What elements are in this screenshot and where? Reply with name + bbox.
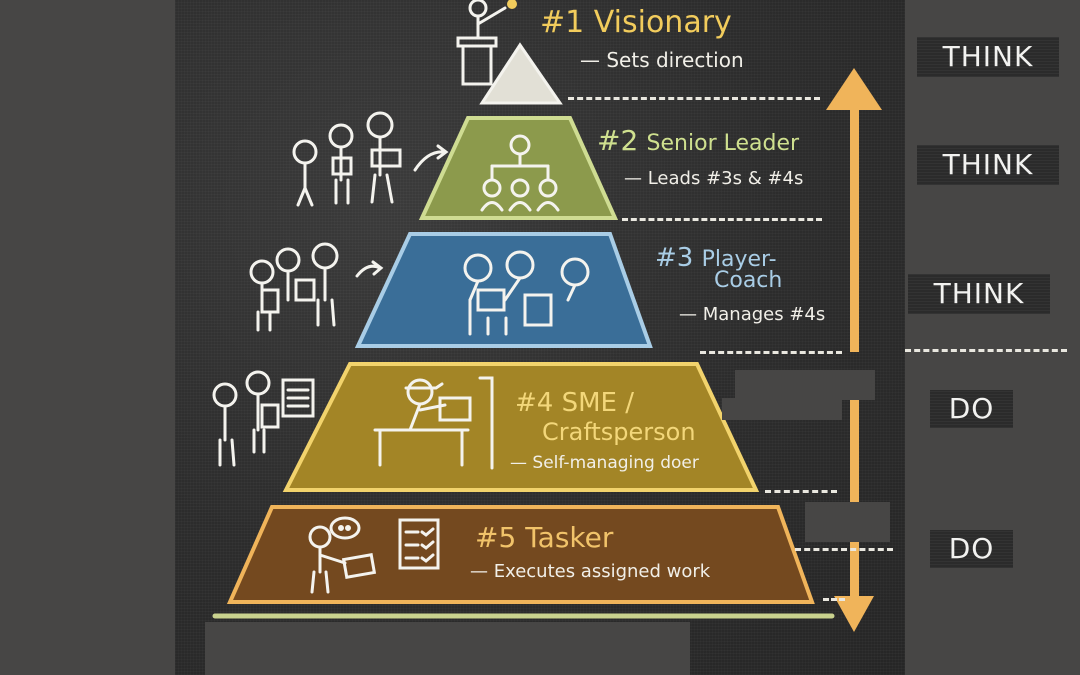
side-label-think-2: THINK (917, 145, 1059, 185)
side-label-think-1: THINK (917, 37, 1059, 77)
level-1-title: #1 Visionary (540, 8, 732, 38)
level-number: #2 (597, 124, 639, 157)
coaching-team-icon (249, 242, 384, 332)
level-5-trapezoid (226, 505, 815, 604)
level-5-description: — Executes assigned work (470, 561, 711, 582)
side-label-do-2: DO (930, 530, 1013, 568)
divider-3 (700, 351, 842, 354)
level-4-title-line2: Craftsperson (542, 418, 696, 446)
craftsperson-at-desk-icon (373, 376, 494, 470)
side-label-think-3: THINK (908, 274, 1050, 314)
level-name: Player- (701, 247, 777, 272)
level-1-triangle (479, 42, 563, 105)
think-do-arrow (826, 68, 882, 632)
level-4-title: #4 SME / (515, 390, 634, 416)
collaborating-players-icon (463, 250, 590, 336)
team-growing-icon (292, 111, 449, 207)
side-label-do-1: DO (930, 390, 1013, 428)
level-1-description: — Sets direction (580, 48, 744, 72)
divider-2 (622, 218, 822, 221)
mask-block (722, 398, 842, 420)
checklist-icon (398, 518, 440, 570)
podium-speaker-icon (456, 0, 507, 86)
tasker-figure-icon (308, 516, 377, 594)
mask-block (205, 622, 690, 675)
divider-5 (795, 548, 893, 551)
level-number: #3 (655, 243, 694, 273)
level-name: Visionary (593, 5, 732, 40)
level-4-description: — Self-managing doer (510, 453, 699, 473)
org-chart-icon (480, 134, 560, 212)
level-4-trapezoid (282, 362, 760, 492)
level-2-title: #2 Senior Leader (597, 127, 799, 155)
level-number: #1 (540, 5, 585, 40)
mask-block (735, 370, 875, 400)
mask-block (805, 502, 890, 542)
divider-3b (905, 349, 1067, 352)
divider-6 (823, 598, 845, 601)
level-3-title-line2: Coach (714, 268, 783, 293)
divider-4 (765, 490, 837, 493)
level-number: #5 (475, 521, 517, 554)
level-2-description: — Leads #3s & #4s (624, 168, 804, 189)
level-3-title: #3 Player- (655, 245, 777, 271)
level-name: Tasker (525, 521, 614, 554)
level-name: Senior Leader (646, 131, 800, 156)
divider-1 (568, 97, 820, 100)
level-name: SME / (561, 388, 634, 418)
level-number: #4 (515, 388, 554, 418)
level-2-trapezoid (418, 116, 619, 220)
level-3-description: — Manages #4s (679, 304, 826, 325)
coworkers-icon (212, 370, 315, 467)
level-5-title: #5 Tasker (475, 524, 613, 552)
